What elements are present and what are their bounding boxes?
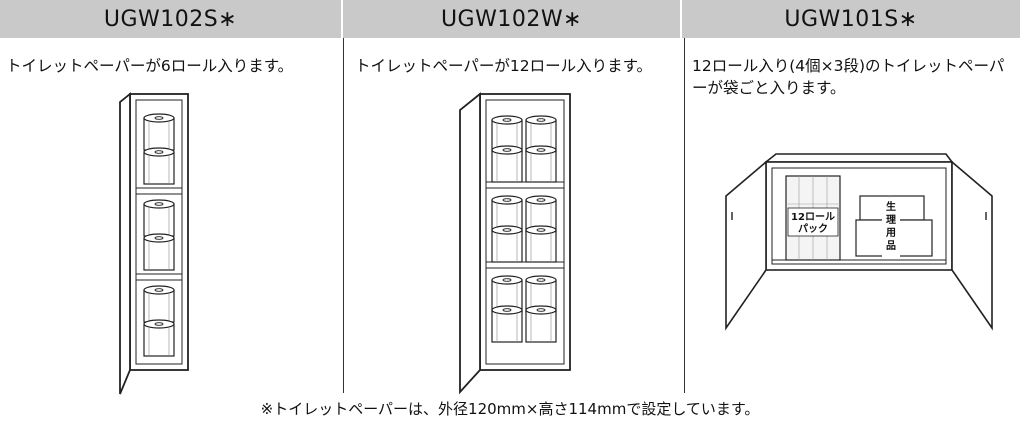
model-name-ugw102w: UGW102W∗ — [343, 0, 682, 38]
model-name-ugw102s: UGW102S∗ — [0, 0, 343, 38]
description-ugw102w: トイレットペーパーが12ロール入ります。 — [355, 57, 653, 75]
cabinet-illustration-ugw101s: 12ロール パック 生 理 用 品 — [725, 153, 993, 331]
description-ugw101s: 12ロール入り(4個×3段)のトイレットペーパーが袋ごと入ります。 — [692, 57, 1005, 97]
pack-label-line1: 12ロール — [791, 212, 835, 223]
sanitary-label-3: 用 — [885, 227, 896, 239]
footnote: ※トイレットペーパーは、外径120mm×高さ114mmで設定しています。 — [260, 400, 760, 418]
sanitary-label-4: 品 — [886, 240, 896, 252]
sanitary-label-1: 生 — [886, 200, 896, 213]
cabinet-illustration-ugw102s — [119, 92, 189, 395]
cabinet-illustration-ugw102w — [459, 92, 571, 395]
sanitary-label-2: 理 — [886, 214, 896, 226]
description-ugw102s: トイレットペーパーが6ロール入ります。 — [6, 57, 294, 75]
pack-label-line2: パック — [798, 223, 828, 235]
model-header-row: UGW102S∗ UGW102W∗ UGW101S∗ — [0, 0, 1020, 38]
column-divider-1 — [343, 38, 344, 393]
column-divider-2 — [684, 38, 685, 393]
model-name-ugw101s: UGW101S∗ — [784, 6, 918, 32]
